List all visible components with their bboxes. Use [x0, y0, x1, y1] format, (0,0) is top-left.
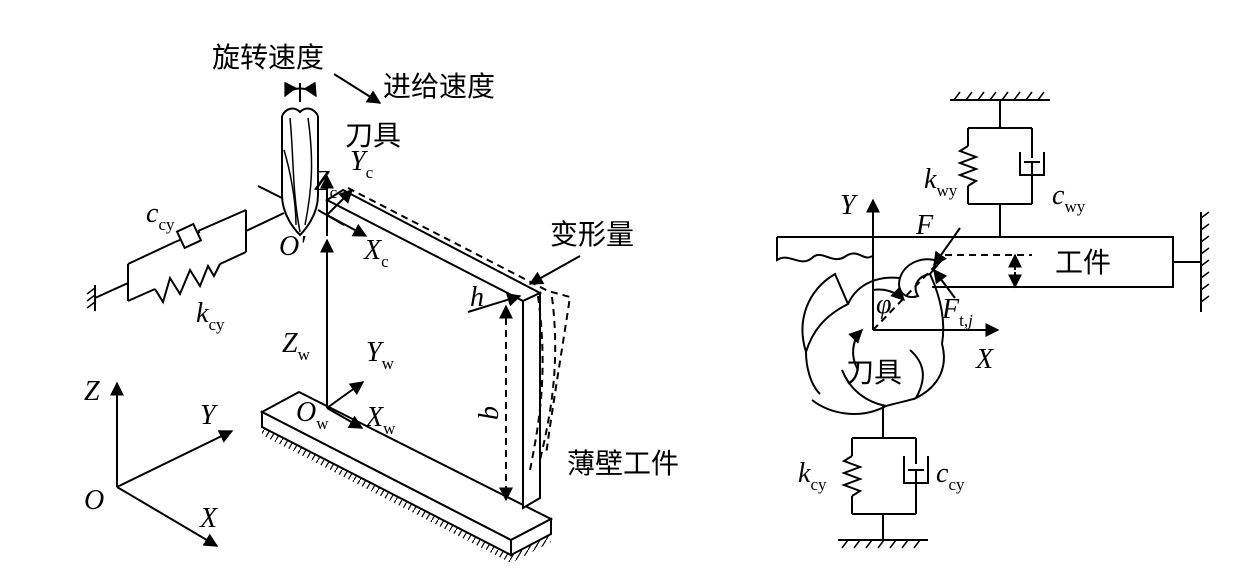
c-cy-left-label: ccy [146, 198, 175, 234]
xc-label: Xc [363, 235, 389, 271]
ow-label: Ow [296, 397, 329, 433]
thin-wall-workpiece-label: 薄壁工件 [567, 447, 679, 480]
tool-label: 刀具 [345, 119, 401, 152]
workpiece-axes: Zw Yw Xw Ow [282, 238, 396, 438]
c-wy-label: cwy [1052, 180, 1086, 216]
force-f-label: F [915, 210, 934, 241]
deformation-label: 变形量 [550, 218, 634, 251]
spring-damper-left: ccy kcy [86, 198, 285, 334]
thin-wall: b h 变形量 [324, 187, 634, 510]
global-x-label: X [199, 503, 218, 534]
global-y-label: Y [200, 400, 219, 431]
tool-axes: Zc Yc Xc O' [279, 146, 389, 271]
x-axis-right-label: X [975, 344, 994, 375]
force-ftj-label: Ft,j [941, 294, 973, 330]
cutter-right: 刀具 [801, 258, 945, 415]
global-origin-label: O [84, 485, 104, 516]
yw-label: Yw [366, 337, 395, 373]
workpiece-label: 工件 [1055, 246, 1111, 279]
cutting-tool: 旋转速度 进给速度 刀具 [212, 41, 495, 237]
k-cy-right-label: kcy [798, 458, 827, 494]
bottom-support: kcy ccy [798, 405, 965, 549]
k-wy-label: kwy [924, 164, 958, 200]
zc-label: Zc [314, 166, 338, 202]
right-axes: Y X φ F Ft,j [840, 190, 1000, 375]
yc-label: Yc [350, 146, 374, 182]
rotation-speed-label: 旋转速度 [212, 41, 324, 74]
left-figure: Z Y X O b [84, 41, 679, 563]
phi-label: φ [876, 289, 892, 320]
o-prime-label: O' [279, 231, 306, 262]
zw-label: Zw [282, 328, 311, 364]
y-axis-right-label: Y [840, 190, 859, 221]
base-plate [259, 390, 554, 563]
global-axes: Z Y X O [84, 376, 234, 547]
workpiece-right: 工件 [776, 211, 1210, 312]
feed-speed-label: 进给速度 [383, 70, 495, 103]
xw-label: Xw [365, 402, 396, 438]
k-cy-left-label: kcy [196, 298, 225, 334]
top-support: kwy cwy [924, 91, 1086, 237]
right-figure: kwy cwy 工件 [776, 91, 1210, 549]
c-cy-right-label: ccy [936, 458, 965, 494]
tool-right-label: 刀具 [846, 356, 902, 389]
thickness-h-label: h [470, 282, 484, 313]
height-b-label: b [474, 406, 505, 420]
global-z-label: Z [84, 376, 100, 407]
